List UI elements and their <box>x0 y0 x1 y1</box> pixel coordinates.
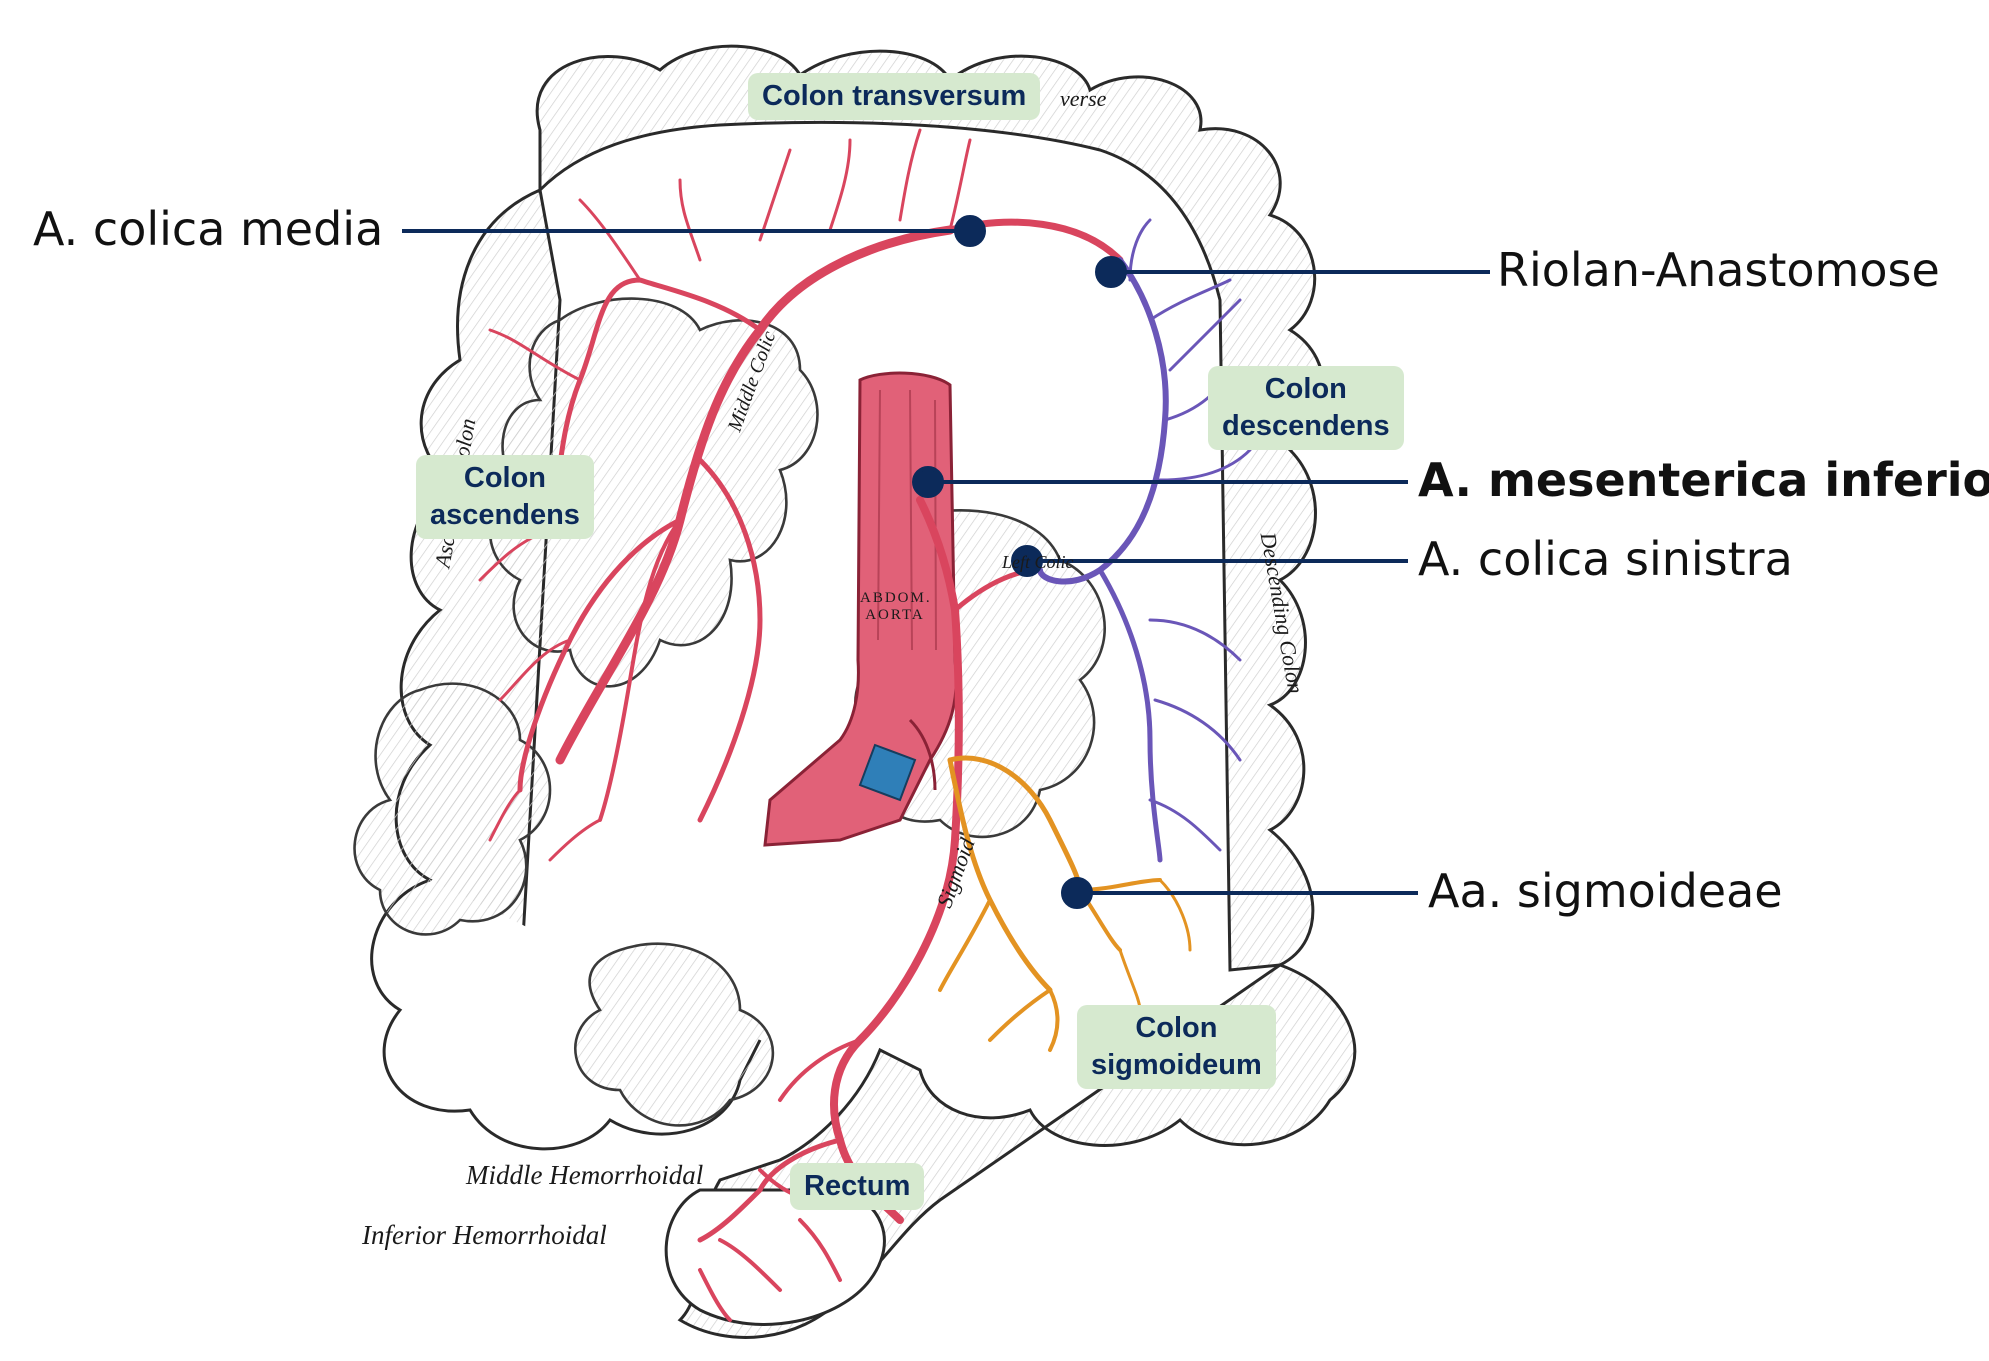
tag-colon-transversum-text: Colon transversum <box>762 80 1027 112</box>
tag-sigmoideum-line1: Colon <box>1135 1012 1218 1044</box>
callout-leaders <box>402 215 1490 909</box>
tag-ascendens-line1: Colon <box>463 462 547 494</box>
label-colica-media: A. colica media <box>33 202 384 256</box>
mesenterica-dot <box>912 466 944 498</box>
colica-sinistra-dot <box>1011 545 1043 577</box>
tag-sigmoideum-line2: sigmoideum <box>1091 1049 1262 1081</box>
label-aa-sigmoideae: Aa. sigmoideae <box>1428 864 1783 918</box>
tag-descendens-line2: descendens <box>1222 410 1390 442</box>
transverse-label: verse <box>1060 86 1107 111</box>
label-colica-sinistra: A. colica sinistra <box>1418 532 1793 586</box>
riolan-dot <box>1095 256 1127 288</box>
label-riolan-anastomose: Riolan-Anastomose <box>1497 243 1940 297</box>
tag-rectum-text: Rectum <box>804 1170 911 1202</box>
left-colic-label: Left Colic <box>1002 552 1074 572</box>
sigmoideae-dot <box>1061 877 1093 909</box>
label-mesenterica-inferior: A. mesenterica inferior <box>1418 453 1989 507</box>
tag-ascendens-line2: ascendens <box>430 499 580 531</box>
tag-rectum: Rectum <box>790 1163 925 1210</box>
abdominal-aorta-label: ABDOM. AORTA <box>860 590 932 623</box>
colica-media-dot <box>954 215 986 247</box>
colic-arteries-right <box>478 128 1124 862</box>
inferior-hemorrhoidal-label: Inferior Hemorrhoidal <box>362 1220 607 1250</box>
middle-hemorrhoidal-label: Middle Hemorrhoidal <box>466 1160 704 1190</box>
tag-colon-descendens: Colon descendens <box>1208 366 1404 450</box>
tag-colon-sigmoideum: Colon sigmoideum <box>1077 1005 1276 1089</box>
tag-colon-ascendens: Colon ascendens <box>416 455 594 539</box>
tag-descendens-line1: Colon <box>1264 373 1347 405</box>
abdominal-aorta <box>763 371 958 847</box>
tag-colon-transversum: Colon transversum <box>748 73 1041 120</box>
